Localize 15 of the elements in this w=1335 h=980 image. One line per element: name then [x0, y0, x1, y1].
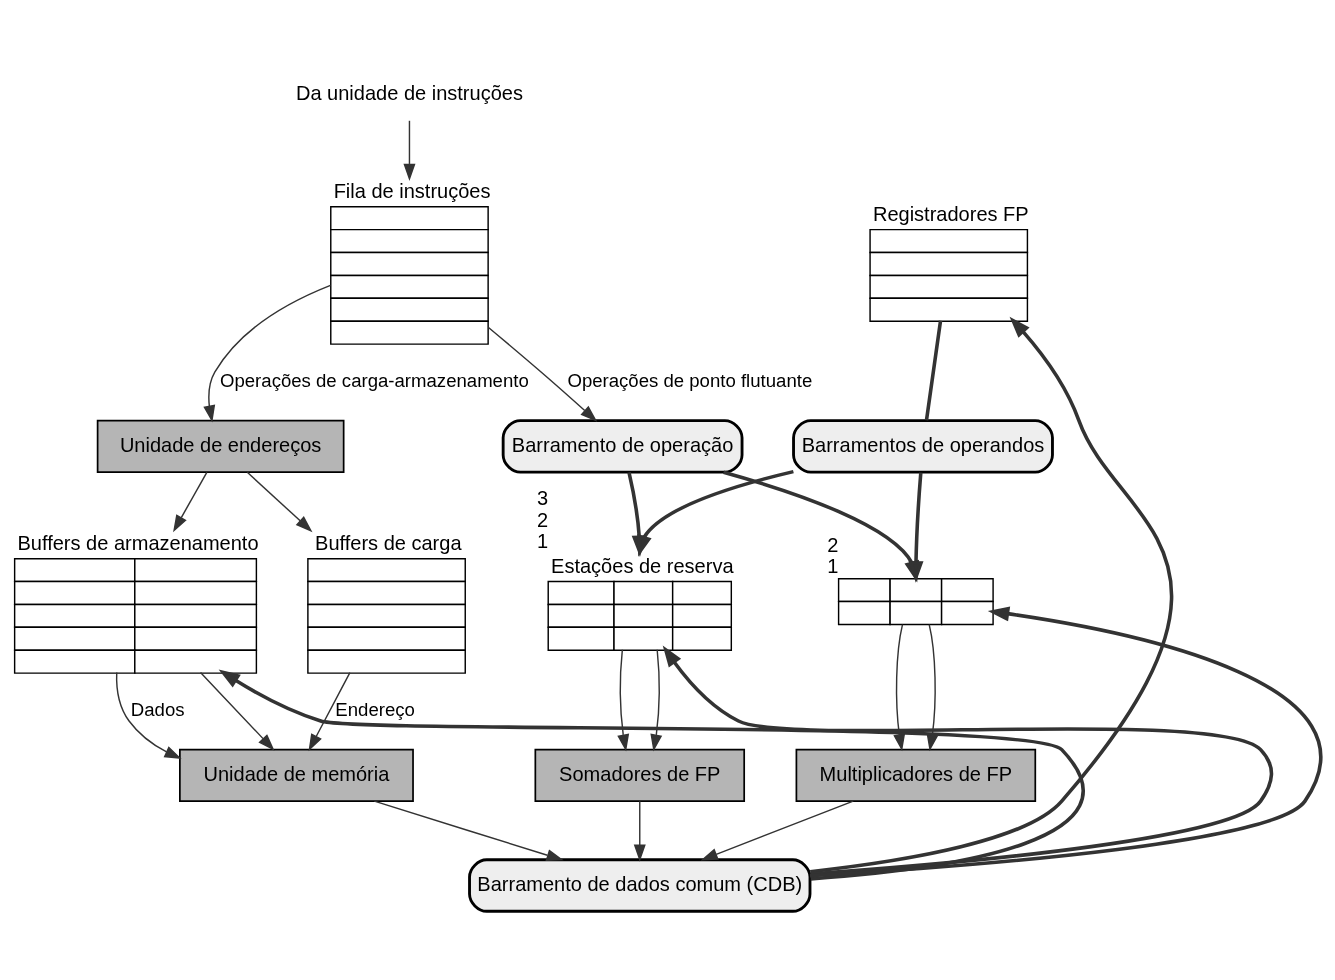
edge-label: Endereço	[335, 698, 415, 720]
node-label: 1	[536, 530, 549, 553]
node-label: Registradores FP	[872, 203, 1029, 226]
node-label: 3	[536, 487, 549, 510]
node-label: 2	[827, 533, 839, 556]
edge-label: Operações de ponto flutuante	[567, 369, 813, 391]
edge-label: Dados	[130, 698, 185, 720]
node-label: 2	[536, 508, 549, 531]
node-label: Estações de reserva	[551, 555, 734, 578]
node-label: Buffers de armazenamento	[17, 532, 259, 555]
node-text: Da unidade de instruções	[295, 81, 523, 104]
node-label: Buffers de carga	[315, 532, 462, 555]
node-label: 1	[827, 555, 839, 578]
edge-label: Operações de carga-armazenamento	[220, 369, 529, 391]
node-label: Fila de instruções	[333, 180, 491, 203]
